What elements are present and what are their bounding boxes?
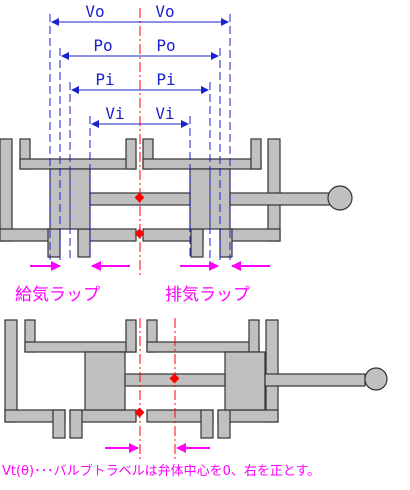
label-vi-left: Vi xyxy=(105,104,124,123)
label-pi-right: Pi xyxy=(156,70,175,89)
travel-note: Vt(θ)･･･バルブトラベルは弁体中心を0、右を正とす。 xyxy=(2,463,320,479)
label-vo-left: Vo xyxy=(85,2,104,21)
label-vo-right: Vo xyxy=(155,2,174,21)
valve-centered xyxy=(0,138,353,258)
dimension-lines xyxy=(49,14,231,260)
valve-displaced xyxy=(4,319,388,439)
exhaust-lap-label: 排気ラップ xyxy=(165,285,250,305)
label-po-right: Po xyxy=(156,36,175,55)
marker-bottom-spool xyxy=(169,373,180,384)
marker-top-lower xyxy=(134,228,145,239)
intake-lap-label: 給気ラップ xyxy=(15,285,100,305)
label-vi-right: Vi xyxy=(155,104,174,123)
label-po-left: Po xyxy=(93,36,112,55)
label-pi-left: Pi xyxy=(95,70,114,89)
marker-top-upper xyxy=(134,192,145,203)
dimension-arrows xyxy=(51,18,229,128)
marker-bottom-body xyxy=(134,407,145,418)
